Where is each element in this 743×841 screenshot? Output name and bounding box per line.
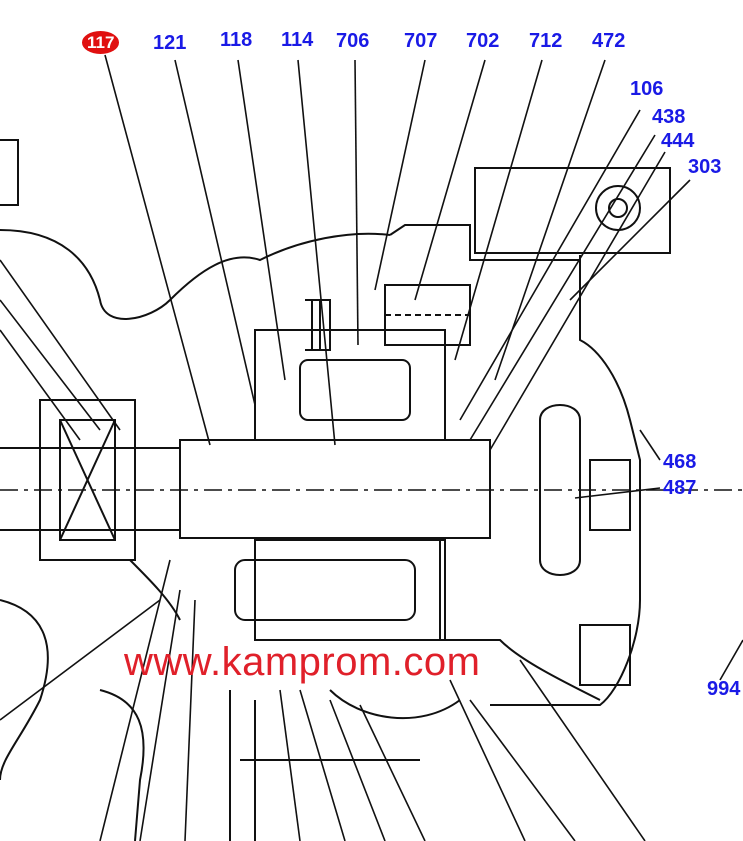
part-label-303[interactable]: 303 xyxy=(688,156,722,178)
part-label-487[interactable]: 487 xyxy=(663,477,697,499)
part-label-706[interactable]: 706 xyxy=(336,30,370,52)
part-label-472[interactable]: 472 xyxy=(592,30,626,52)
part-label-106[interactable]: 106 xyxy=(630,78,664,100)
part-label-121[interactable]: 121 xyxy=(153,32,187,54)
housing-outline xyxy=(0,140,743,841)
part-label-994[interactable]: 994 xyxy=(707,678,741,700)
part-label-118[interactable]: 118 xyxy=(220,29,253,51)
part-label-702[interactable]: 702 xyxy=(466,30,500,52)
part-label-707[interactable]: 707 xyxy=(404,30,438,52)
part-label-444[interactable]: 444 xyxy=(661,130,695,152)
watermark-url: www.kamprom.com xyxy=(124,640,481,684)
part-label-468[interactable]: 468 xyxy=(663,451,697,473)
part-label-438[interactable]: 438 xyxy=(652,106,686,128)
part-label-117[interactable]: 117 xyxy=(82,31,120,54)
part-label-712[interactable]: 712 xyxy=(529,30,563,52)
leader-lines xyxy=(0,55,743,841)
part-label-114[interactable]: 114 xyxy=(281,29,314,51)
